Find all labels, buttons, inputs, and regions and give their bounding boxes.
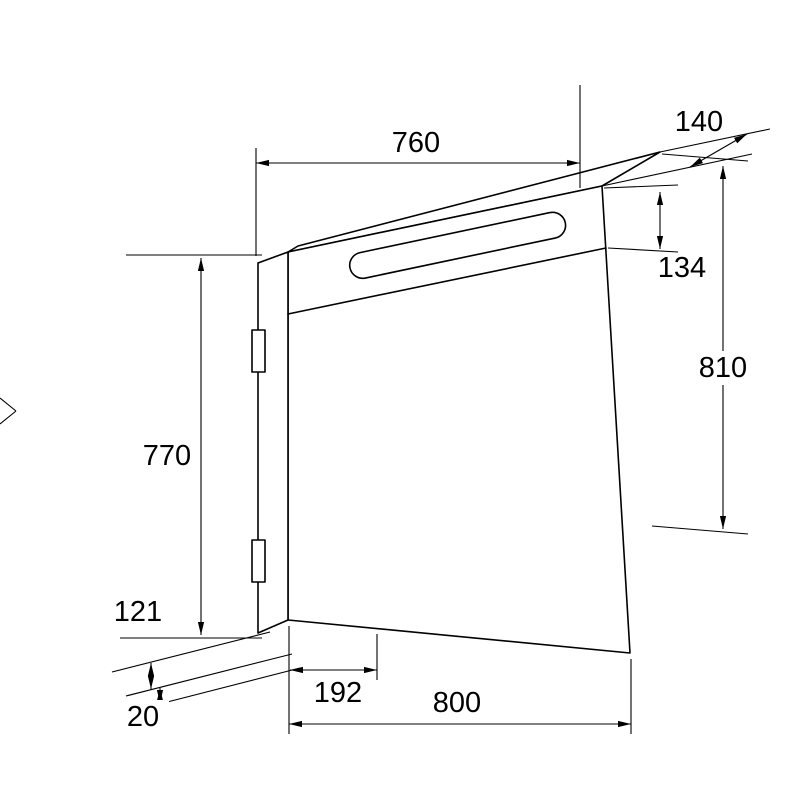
dim-label-total-width: 800 — [433, 687, 481, 719]
dim-label-top-depth: 140 — [675, 106, 723, 138]
section-arrow-mark — [0, 397, 17, 425]
ext-line-810-bottom — [651, 525, 749, 535]
light-window — [348, 211, 567, 280]
dimension-lines — [147, 133, 748, 728]
ext-line-134-bottom — [607, 247, 679, 253]
dimension-labels: 760 140 134 810 770 121 20 192 800 — [114, 106, 749, 733]
ext-line-121-outer — [111, 631, 271, 673]
dim-line-140 — [689, 133, 748, 168]
ext-line-121-inner — [125, 653, 293, 697]
section-arrow-upper-stroke — [0, 397, 17, 412]
label-background-810 — [697, 351, 749, 385]
hinge-bottom — [251, 539, 266, 583]
dim-label-total-height-right: 810 — [699, 352, 747, 384]
hinge-top — [251, 329, 266, 373]
cabinet-body — [251, 151, 661, 654]
ext-line-134-top — [603, 184, 679, 189]
dim-label-bottom-depth: 121 — [114, 596, 162, 628]
light-section-divider-line — [287, 247, 607, 315]
dim-label-top-width: 760 — [392, 127, 440, 159]
dim-label-bottom-offset: 192 — [314, 677, 362, 709]
label-background-20 — [117, 700, 169, 730]
dim-label-door-height-left: 770 — [143, 440, 191, 472]
section-arrow-lower-stroke — [0, 410, 17, 425]
dim-label-panel-thickness: 20 — [127, 701, 159, 733]
dim-label-light-section-height: 134 — [658, 252, 706, 284]
